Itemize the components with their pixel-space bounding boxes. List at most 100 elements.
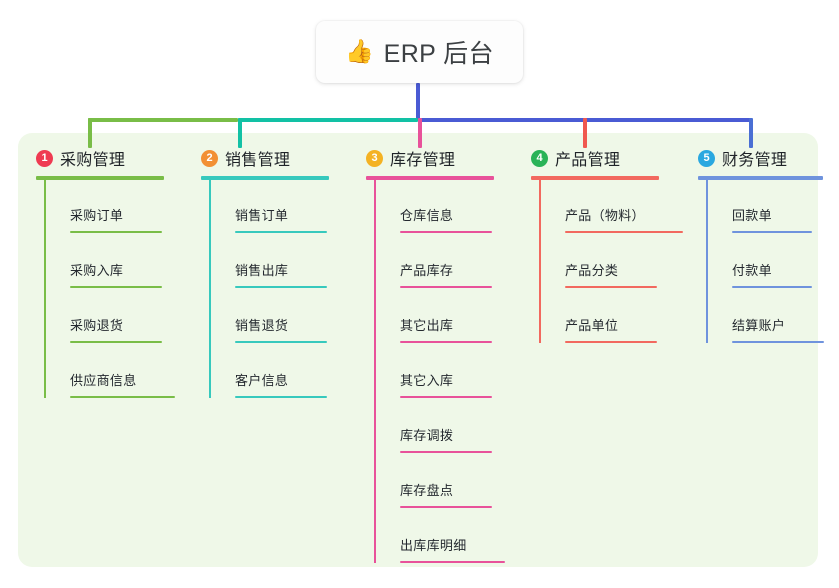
leaf-node[interactable]: 供应商信息 bbox=[44, 343, 175, 398]
leaf-node[interactable]: 库存盘点 bbox=[374, 453, 492, 508]
branch-underline-inventory bbox=[366, 176, 494, 180]
leaf-label: 产品分类 bbox=[565, 263, 619, 278]
leaf-label: 销售订单 bbox=[235, 208, 289, 223]
branch-header-finance[interactable]: 5 财务管理 bbox=[680, 145, 787, 171]
leaf-node[interactable]: 销售订单 bbox=[209, 178, 327, 233]
leaf-underline bbox=[400, 561, 505, 563]
leaf-label: 供应商信息 bbox=[70, 373, 137, 388]
leaf-label: 销售出库 bbox=[235, 263, 289, 278]
bus-segment-teal bbox=[238, 118, 418, 122]
leaf-underline bbox=[70, 341, 162, 343]
leaf-label: 采购入库 bbox=[70, 263, 124, 278]
branch-header-purchase[interactable]: 1 采购管理 bbox=[18, 145, 125, 171]
branch-underline-sales bbox=[201, 176, 329, 180]
leaf-node[interactable]: 库存调拨 bbox=[374, 398, 492, 453]
branch-badge-sales: 2 bbox=[201, 149, 218, 167]
leaf-node[interactable]: 其它出库 bbox=[374, 288, 492, 343]
leaf-label: 客户信息 bbox=[235, 373, 289, 388]
drop-product bbox=[583, 118, 587, 148]
leaf-label: 库存调拨 bbox=[400, 428, 454, 443]
branch-underline-purchase bbox=[36, 176, 164, 180]
branch-title-inventory: 库存管理 bbox=[390, 152, 456, 169]
leaf-node[interactable]: 付款单 bbox=[706, 233, 812, 288]
leaf-label: 产品库存 bbox=[400, 263, 454, 278]
branch-column-finance: 5 财务管理回款单付款单结算账户 bbox=[680, 145, 824, 343]
leaf-node[interactable]: 采购入库 bbox=[44, 233, 162, 288]
thumbs-up-icon: 👍 bbox=[345, 37, 374, 64]
drop-sales bbox=[238, 118, 242, 148]
leaf-label: 结算账户 bbox=[732, 318, 786, 333]
branch-spine-product bbox=[539, 178, 541, 343]
branch-underline-product bbox=[531, 176, 659, 180]
leaf-label: 回款单 bbox=[732, 208, 772, 223]
leaf-underline bbox=[565, 231, 683, 233]
leaf-underline bbox=[70, 396, 175, 398]
leaf-node[interactable]: 采购订单 bbox=[44, 178, 162, 233]
leaf-underline bbox=[732, 231, 812, 233]
branch-badge-finance: 5 bbox=[698, 149, 715, 167]
leaf-node[interactable]: 产品库存 bbox=[374, 233, 492, 288]
leaf-label: 产品（物料） bbox=[565, 208, 645, 223]
leaf-node[interactable]: 产品分类 bbox=[539, 233, 657, 288]
branch-underline-finance bbox=[698, 176, 823, 180]
leaf-underline bbox=[235, 396, 327, 398]
leaf-node[interactable]: 结算账户 bbox=[706, 288, 824, 343]
leaf-node[interactable]: 销售出库 bbox=[209, 233, 327, 288]
branch-badge-product: 4 bbox=[531, 149, 548, 167]
leaf-underline bbox=[400, 231, 492, 233]
leaf-label: 库存盘点 bbox=[400, 483, 454, 498]
leaf-label: 其它出库 bbox=[400, 318, 454, 333]
branch-column-product: 4 产品管理产品（物料） 产品分类产品单位 bbox=[513, 145, 683, 343]
branch-badge-purchase: 1 bbox=[36, 149, 53, 167]
leaf-underline bbox=[70, 231, 162, 233]
branch-title-finance: 财务管理 bbox=[722, 152, 788, 169]
leaf-underline bbox=[235, 341, 327, 343]
leaf-underline bbox=[400, 286, 492, 288]
leaf-label: 仓库信息 bbox=[400, 208, 454, 223]
branch-title-product: 产品管理 bbox=[555, 152, 621, 169]
leaf-label: 采购订单 bbox=[70, 208, 124, 223]
leaf-node[interactable]: 销售退货 bbox=[209, 288, 327, 343]
root-node-title: ERP 后台 bbox=[383, 40, 494, 68]
leaf-node[interactable]: 产品单位 bbox=[539, 288, 657, 343]
branch-header-product[interactable]: 4 产品管理 bbox=[513, 145, 620, 171]
leaf-underline bbox=[235, 231, 327, 233]
leaf-underline bbox=[70, 286, 162, 288]
leaf-underline bbox=[565, 286, 657, 288]
leaf-label: 采购退货 bbox=[70, 318, 124, 333]
root-node-card[interactable]: 👍 ERP 后台 bbox=[316, 21, 523, 83]
drop-finance bbox=[749, 118, 753, 148]
leaf-underline bbox=[732, 286, 812, 288]
bus-segment-green bbox=[88, 118, 238, 122]
leaf-node[interactable]: 产品（物料） bbox=[539, 178, 683, 233]
branch-title-purchase: 采购管理 bbox=[60, 152, 126, 169]
branch-column-purchase: 1 采购管理采购订单采购入库采购退货供应商信息 bbox=[18, 145, 175, 398]
leaf-node[interactable]: 出库库明细 bbox=[374, 508, 505, 563]
leaf-node[interactable]: 客户信息 bbox=[209, 343, 327, 398]
leaf-node[interactable]: 仓库信息 bbox=[374, 178, 492, 233]
leaf-node[interactable]: 回款单 bbox=[706, 178, 812, 233]
drop-inventory bbox=[418, 118, 422, 148]
leaf-label: 出库库明细 bbox=[400, 538, 467, 553]
branch-spine-purchase bbox=[44, 178, 46, 398]
leaf-underline bbox=[400, 506, 492, 508]
leaf-underline bbox=[732, 341, 824, 343]
leaf-label: 销售退货 bbox=[235, 318, 289, 333]
leaf-underline bbox=[400, 451, 492, 453]
leaf-label: 产品单位 bbox=[565, 318, 619, 333]
leaf-underline bbox=[400, 396, 492, 398]
branch-spine-inventory bbox=[374, 178, 376, 563]
root-stem bbox=[416, 83, 420, 120]
branches-panel bbox=[18, 133, 818, 567]
root-node-content: 👍 ERP 后台 bbox=[345, 34, 494, 70]
branch-spine-finance bbox=[706, 178, 708, 343]
branch-spine-sales bbox=[209, 178, 211, 398]
leaf-node[interactable]: 其它入库 bbox=[374, 343, 492, 398]
leaf-node[interactable]: 采购退货 bbox=[44, 288, 162, 343]
leaf-underline bbox=[565, 341, 657, 343]
